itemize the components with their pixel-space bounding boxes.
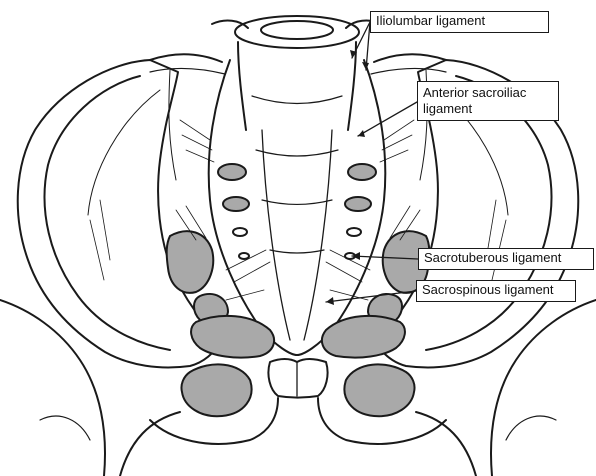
left-obturator-foramen [181, 364, 251, 416]
sacroiliac-pointer [358, 102, 417, 136]
anterior-sacroiliac-ligament-label: Anterior sacroiliac ligament [417, 81, 559, 121]
ligament-fibres [90, 120, 506, 300]
iliolumbar-ligament-label: Iliolumbar ligament [370, 11, 549, 33]
sacrospinous-ligament-label: Sacrospinous ligament [416, 280, 576, 302]
left-ilium-inner-rim [45, 76, 170, 350]
left-ilium [18, 60, 222, 367]
left-greater-sciatic-foramen [167, 231, 214, 293]
sacral-foramina [218, 164, 376, 259]
sacrotuberous-ligament-label: Sacrotuberous ligament [418, 248, 594, 270]
right-obturator-foramen [344, 364, 414, 416]
pubic-symphysis [268, 359, 327, 398]
